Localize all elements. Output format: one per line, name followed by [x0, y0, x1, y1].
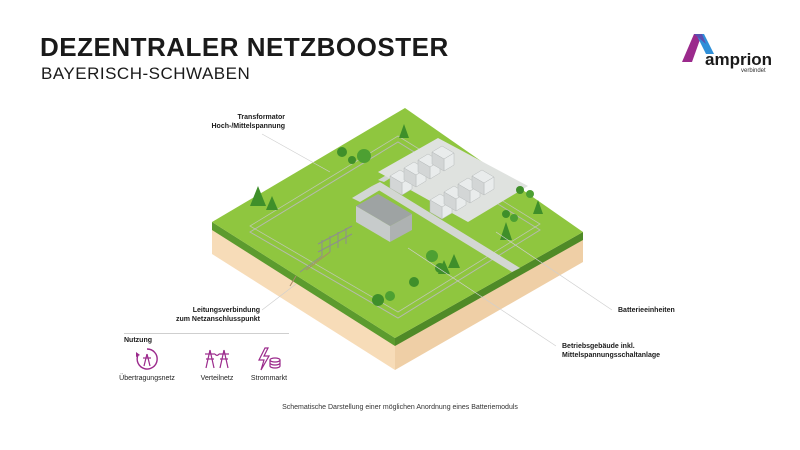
- callout-line: [495, 231, 613, 311]
- amprion-logo: [682, 34, 714, 62]
- figure-caption: Schematische Darstellung einer möglichen…: [282, 404, 518, 411]
- logo-tagline: verbindet: [741, 68, 766, 74]
- transmission-grid-icon: [136, 348, 158, 370]
- callout-line: [261, 283, 297, 311]
- battery-units: [389, 145, 495, 220]
- page-title: DEZENTRALER NETZBOOSTER: [40, 32, 449, 62]
- callout-line: [407, 247, 557, 347]
- usage-title: Nutzung: [124, 337, 152, 344]
- distribution-grid-icon: [205, 349, 229, 369]
- label-transformator: Transformator Hoch-/Mittelspannung: [211, 114, 286, 130]
- trees: [250, 124, 543, 306]
- usage-item-strommarkt: Strommarkt: [234, 346, 304, 382]
- usage-label: Übertragungsnetz: [119, 375, 175, 382]
- label-betriebsgebaeude: Betriebsgebäude inkl. Mittelspannungssch…: [562, 343, 661, 359]
- usage-label: Verteilnetz: [200, 375, 234, 382]
- power-market-icon: [258, 347, 281, 371]
- label-batterieeinheiten: Batterieeinheiten: [618, 307, 675, 314]
- usage-item-verteilnetz: Verteilnetz: [182, 346, 252, 382]
- logo-wordmark: amprion: [705, 50, 773, 69]
- usage-label: Strommarkt: [250, 375, 288, 382]
- transformer: [299, 225, 353, 273]
- usage-divider: [124, 333, 289, 334]
- label-leitungsverbindung: Leitungsverbindung zum Netzanschlusspunk…: [175, 307, 260, 323]
- page-subtitle: BAYERISCH-SCHWABEN: [41, 64, 251, 83]
- callout-line: [261, 133, 331, 173]
- usage-item-uebertragungsnetz: Übertragungsnetz: [112, 346, 182, 382]
- operations-building: [356, 194, 412, 242]
- site-fence: [249, 141, 541, 319]
